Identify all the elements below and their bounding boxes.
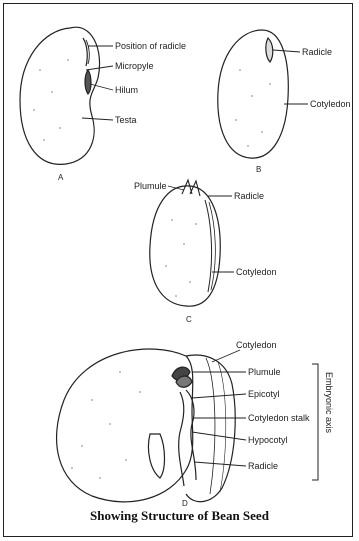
seed-d-cotyledon-left (57, 349, 193, 502)
label-d-plumule: Plumule (248, 367, 281, 377)
seed-b-radicle (266, 38, 273, 62)
seed-c-radicle (205, 200, 212, 292)
label-c-plumule: Plumule (134, 181, 167, 191)
figure-letter-b: B (256, 165, 261, 174)
seed-c-plumule (182, 180, 200, 196)
embryonic-axis-bracket (312, 364, 318, 480)
label-a-testa: Testa (115, 115, 137, 125)
seed-a-hilum (85, 70, 91, 94)
seed-d-cotyledon-right (186, 355, 235, 502)
label-d-cotyledon: Cotyledon (236, 340, 277, 350)
label-d-epicotyl: Epicotyl (248, 389, 280, 399)
label-a-hilum: Hilum (115, 85, 138, 95)
label-b-radicle: Radicle (302, 47, 332, 57)
label-d-radicle: Radicle (248, 461, 278, 471)
label-d-hypocotyl: Hypocotyl (248, 435, 288, 445)
label-a-position-of-radicle: Position of radicle (115, 41, 186, 51)
seed-a-outline (20, 27, 100, 164)
label-b-cotyledon: Cotyledon (310, 99, 351, 109)
figure-letter-a: A (58, 173, 64, 182)
figure-letter-c: C (186, 315, 192, 324)
label-d-cotyledon-stalk: Cotyledon stalk (248, 413, 310, 423)
figure-letter-d: D (182, 499, 188, 508)
label-embryonic-axis: Embryonic axis (324, 372, 334, 434)
label-c-cotyledon: Cotyledon (236, 267, 277, 277)
label-c-radicle: Radicle (234, 191, 264, 201)
seed-b-outline (218, 30, 289, 158)
label-a-micropyle: Micropyle (115, 61, 154, 71)
diagram-caption: Showing Structure of Bean Seed (0, 508, 359, 524)
